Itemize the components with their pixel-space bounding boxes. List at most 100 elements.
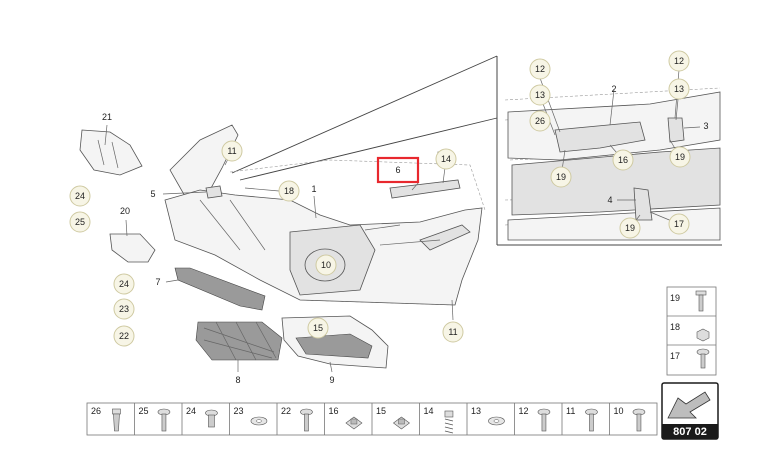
legend-cell-15[interactable]: 15	[371, 403, 410, 435]
callout-label: 12	[535, 64, 545, 74]
callout-12[interactable]: 12	[529, 58, 551, 80]
legend-cell-22[interactable]: 22	[276, 403, 313, 435]
callout-label: 21	[102, 112, 112, 122]
callout-8[interactable]: 8	[235, 375, 240, 385]
callouts: 21 11 5 18 1 6 14 24 25 20 7 24 23 22 10…	[69, 50, 709, 385]
callout-19[interactable]: 19	[669, 146, 691, 168]
callout-19[interactable]: 19	[550, 166, 572, 188]
screw-icon	[300, 408, 313, 432]
callout-22[interactable]: 22	[113, 325, 135, 347]
callout-label: 3	[703, 121, 708, 131]
callout-11[interactable]: 11	[442, 321, 464, 343]
callout-label: 5	[150, 189, 155, 199]
legend-cell-18[interactable]: 18	[670, 322, 710, 342]
legend-cell-10[interactable]: 10	[609, 403, 646, 435]
callout-17[interactable]: 17	[668, 213, 690, 235]
clip-icon	[345, 416, 363, 430]
side-legend: 19 18 17	[666, 286, 717, 376]
bolt-icon	[157, 408, 171, 432]
callout-15[interactable]: 15	[307, 317, 329, 339]
callout-16[interactable]: 16	[612, 149, 634, 171]
callout-24[interactable]: 24	[113, 273, 135, 295]
callout-label: 6	[395, 165, 400, 175]
callout-18[interactable]: 18	[278, 180, 300, 202]
callout-19[interactable]: 19	[619, 217, 641, 239]
clip-icon	[392, 416, 410, 430]
callout-13[interactable]: 13	[529, 84, 551, 106]
callout-4[interactable]: 4	[607, 195, 612, 205]
callout-label: 8	[235, 375, 240, 385]
spring-nut-icon	[444, 410, 454, 434]
rivet-icon	[205, 409, 218, 428]
callout-14[interactable]: 14	[435, 148, 457, 170]
legend-label: 11	[566, 406, 575, 416]
bolt-icon	[695, 290, 707, 312]
legend-cell-13[interactable]: 13	[466, 403, 505, 435]
callout-12[interactable]: 12	[668, 50, 690, 72]
callout-label: 19	[556, 172, 566, 182]
legend-cell-26[interactable]: 26	[91, 406, 121, 432]
callout-26[interactable]: 26	[529, 110, 551, 132]
legend-cell-23[interactable]: 23	[229, 403, 268, 435]
callout-11[interactable]: 11	[221, 140, 243, 162]
washer-icon	[250, 416, 268, 426]
legend-cell-19[interactable]: 19	[670, 290, 707, 312]
callout-label: 20	[120, 206, 130, 216]
callout-10[interactable]: 10	[315, 254, 337, 276]
legend-label: 17	[670, 351, 680, 361]
callout-20[interactable]: 20	[120, 206, 130, 216]
callout-label: 13	[535, 90, 545, 100]
callout-label: 19	[625, 223, 635, 233]
callout-label: 17	[674, 219, 684, 229]
callout-label: 24	[119, 279, 129, 289]
callout-1[interactable]: 1	[311, 184, 316, 194]
legend-cell-24[interactable]: 24	[181, 403, 218, 435]
legend-label: 22	[281, 406, 291, 416]
callout-9[interactable]: 9	[329, 375, 334, 385]
page-reference[interactable]: 807 02	[661, 382, 719, 440]
callout-label: 9	[329, 375, 334, 385]
callout-label: 7	[155, 277, 160, 287]
legend-cell-14[interactable]: 14	[419, 403, 454, 435]
bolt-icon	[585, 408, 598, 432]
legend-cell-17[interactable]: 17	[670, 348, 710, 369]
nut-icon	[696, 328, 710, 342]
callout-label: 25	[75, 217, 85, 227]
legend-label: 13	[471, 406, 481, 416]
legend-label: 23	[234, 406, 244, 416]
washer-icon	[488, 416, 505, 426]
callout-label: 22	[119, 331, 129, 341]
callout-label: 18	[284, 186, 294, 196]
callout-5[interactable]: 5	[150, 189, 155, 199]
legend-label: 26	[91, 406, 101, 416]
callout-label: 24	[75, 191, 85, 201]
callout-21[interactable]: 21	[102, 112, 112, 122]
bumper-assembly	[79, 124, 486, 373]
callout-3[interactable]: 3	[703, 121, 708, 131]
callout-label: 14	[441, 154, 451, 164]
callout-24[interactable]: 24	[69, 185, 91, 207]
callout-13[interactable]: 13	[668, 78, 690, 100]
legend-label: 12	[519, 406, 529, 416]
legend-cell-11[interactable]: 11	[561, 403, 598, 435]
callout-label: 23	[119, 304, 129, 314]
screw-icon	[632, 408, 646, 432]
legend-label: 24	[186, 406, 196, 416]
callout-23[interactable]: 23	[113, 298, 135, 320]
page-ref-label: 807 02	[673, 426, 707, 438]
legend-cell-16[interactable]: 16	[324, 403, 363, 435]
callout-7[interactable]: 7	[155, 277, 160, 287]
push-pin-icon	[112, 408, 121, 432]
legend-label: 10	[614, 406, 624, 416]
callout-6[interactable]: 6	[376, 156, 420, 184]
callout-label: 11	[448, 327, 457, 337]
callout-2[interactable]: 2	[611, 84, 616, 94]
legend-cell-25[interactable]: 25	[134, 403, 171, 435]
legend-label: 14	[424, 406, 434, 416]
legend-cell-12[interactable]: 12	[514, 403, 551, 435]
callout-label: 2	[611, 84, 616, 94]
callout-25[interactable]: 25	[69, 211, 91, 233]
legend-label: 25	[139, 406, 149, 416]
